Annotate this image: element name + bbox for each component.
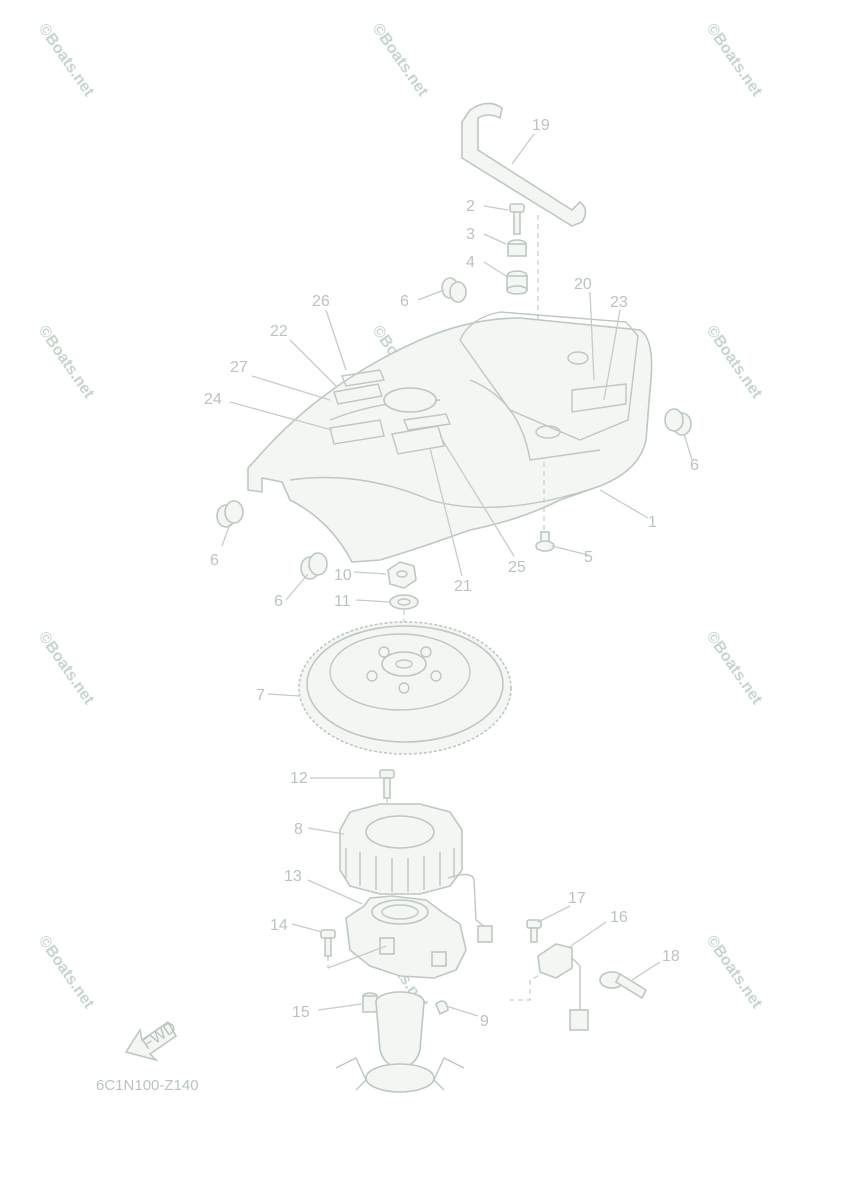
crankcase-hub	[335, 991, 465, 1093]
callout-26: 26	[312, 293, 330, 310]
part-6-grommet-b	[664, 408, 692, 436]
part-6-grommet-d	[300, 552, 328, 580]
callout-12: 12	[290, 770, 308, 787]
callout-11: 11	[334, 593, 351, 610]
callout-20: 20	[574, 276, 592, 293]
callout-14: 14	[270, 917, 288, 934]
part-8-stator	[339, 803, 463, 895]
part-19-hose	[461, 102, 587, 227]
callout-25: 25	[508, 559, 526, 576]
callout-18: 18	[662, 948, 680, 965]
watermark: ©Boats.net	[703, 21, 766, 101]
watermark: ©Boats.net	[35, 933, 98, 1013]
part-14-screw	[320, 929, 336, 957]
callout-16: 16	[610, 909, 628, 926]
part-18-clamp	[599, 971, 648, 1000]
watermark: ©Boats.net	[369, 21, 432, 101]
callout-6-top: 6	[400, 293, 409, 310]
watermark: ©Boats.net	[703, 933, 766, 1013]
part-11-washer	[389, 594, 419, 610]
part-7-flywheel	[298, 621, 512, 755]
part-12-bolt	[379, 769, 395, 799]
part-15-collar	[362, 992, 378, 1013]
callout-24: 24	[204, 391, 222, 408]
leader-lines	[221, 133, 693, 1017]
part-13-base-plate	[345, 895, 467, 979]
part-6-grommet-c	[216, 500, 244, 528]
part-5-screw	[535, 531, 555, 552]
part-6-grommet-a	[441, 277, 467, 303]
callout-21: 21	[454, 578, 472, 595]
callout-19: 19	[532, 117, 550, 134]
callout-8: 8	[294, 821, 303, 838]
callout-22: 22	[270, 323, 288, 340]
part-4-grommet	[506, 270, 528, 295]
part-9-key	[435, 1000, 449, 1016]
callout-2: 2	[466, 198, 475, 215]
watermark: ©Boats.net	[703, 323, 766, 403]
diagram-code: 6C1N100-Z140	[96, 1077, 199, 1094]
part-17-screw	[526, 919, 542, 943]
callout-4: 4	[466, 254, 475, 271]
callout-17: 17	[568, 890, 586, 907]
part-1-flywheel-cover	[247, 311, 653, 563]
part-3-collar	[507, 239, 527, 257]
callout-1: 1	[648, 514, 657, 531]
callout-6-bottom: 6	[274, 593, 283, 610]
callouts: 19 2 3 4 6 20 23 26 22 27 24 6 1 6 5 25 …	[204, 117, 699, 1030]
callout-6-left: 6	[210, 552, 219, 569]
callout-23: 23	[610, 294, 628, 311]
callout-27: 27	[230, 359, 248, 376]
watermark: ©Boats.net	[35, 21, 98, 101]
callout-5: 5	[584, 549, 593, 566]
watermark: ©Boats.net	[35, 629, 98, 709]
watermark: ©Boats.net	[703, 629, 766, 709]
callout-9: 9	[480, 1013, 489, 1030]
callout-15: 15	[292, 1004, 310, 1021]
part-10-nut	[387, 561, 417, 589]
callout-6-right: 6	[690, 457, 699, 474]
part-16-rectifier	[510, 943, 589, 1031]
callout-3: 3	[466, 226, 475, 243]
callout-7: 7	[256, 687, 265, 704]
fwd-arrow: FWD	[124, 1019, 179, 1062]
watermark: ©Boats.net	[35, 323, 98, 403]
callout-10: 10	[334, 567, 352, 584]
callout-13: 13	[284, 868, 302, 885]
part-2-bolt	[509, 203, 525, 235]
